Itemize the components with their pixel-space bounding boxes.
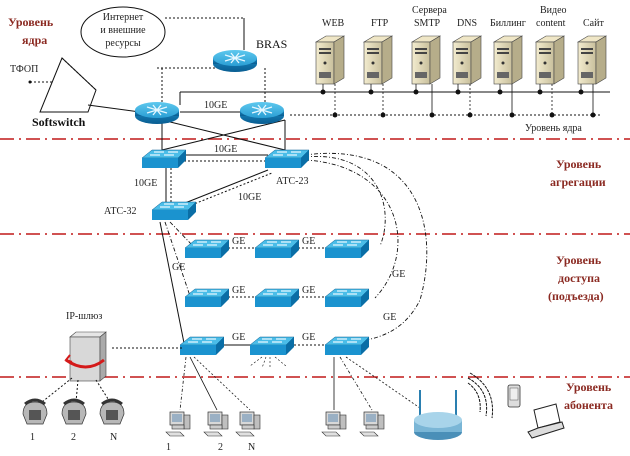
access-switch-r3-1-icon bbox=[179, 336, 225, 356]
access-switch-r2-1-icon bbox=[184, 288, 230, 308]
server-ftp: FTP bbox=[363, 18, 393, 85]
core-router-left-icon bbox=[134, 101, 180, 125]
internet-node bbox=[80, 6, 166, 58]
atc32-label: АТС-32 bbox=[104, 206, 136, 217]
curve-ge-label-2: GE bbox=[383, 312, 396, 323]
mobile-phone-icon bbox=[507, 384, 521, 408]
level-core-label: Уровень bbox=[8, 15, 54, 29]
internet-label-2: и внешние bbox=[100, 25, 146, 36]
bras-label: BRAS bbox=[256, 37, 287, 51]
server-site: Сайт bbox=[577, 18, 607, 85]
access-switch-r1-1-icon bbox=[184, 239, 230, 259]
phone-1-icon bbox=[21, 398, 49, 426]
pc-left-1-icon bbox=[165, 411, 191, 437]
pc-right-1-icon bbox=[321, 411, 347, 437]
agg-switch-top-left-icon bbox=[141, 149, 187, 169]
wireless-waves-icon bbox=[467, 372, 494, 419]
svg-text:WEB: WEB bbox=[322, 18, 345, 29]
phone-n-label: N bbox=[110, 432, 117, 443]
svg-text:DNS: DNS bbox=[457, 18, 477, 29]
internet-label-3: ресурсы bbox=[105, 38, 140, 49]
svg-text:Видео: Видео bbox=[540, 5, 567, 16]
tfop-label: ТФОП bbox=[10, 64, 38, 75]
level-access-label-3: (подъезда) bbox=[548, 289, 604, 303]
level-access-label: Уровень bbox=[556, 253, 602, 267]
phone-1-label: 1 bbox=[30, 432, 35, 443]
access-ge-r1-a: GE bbox=[232, 236, 245, 247]
server-bus-taps bbox=[320, 89, 596, 118]
laptop-icon bbox=[527, 403, 565, 439]
access-switch-r2-3-icon bbox=[324, 288, 370, 308]
pc-left-n-label: N bbox=[248, 442, 255, 453]
access-switch-r2-2-icon bbox=[254, 288, 300, 308]
atc32-ge-label: GE bbox=[172, 262, 185, 273]
svg-text:Сайт: Сайт bbox=[583, 18, 604, 29]
access-ge-r1-b: GE bbox=[302, 236, 315, 247]
core-10ge-label: 10GE bbox=[204, 100, 227, 111]
level-core-label-2: ядра bbox=[22, 33, 47, 47]
svg-text:FTP: FTP bbox=[371, 18, 389, 29]
atc32-switch-icon bbox=[151, 201, 197, 221]
access-switch-r1-3-icon bbox=[324, 239, 370, 259]
level-access-label-2: доступа bbox=[558, 271, 600, 285]
pc-left-n-icon bbox=[235, 411, 261, 437]
wifi-router-icon bbox=[414, 390, 462, 440]
core-bus-label: Уровень ядра bbox=[525, 123, 582, 134]
access-ge-r2-b: GE bbox=[302, 285, 315, 296]
access-switch-r3-2-icon bbox=[249, 336, 295, 356]
pc-left-2-icon bbox=[203, 411, 229, 437]
svg-text:Сервера: Сервера bbox=[412, 5, 447, 16]
bras-router-icon bbox=[212, 49, 258, 73]
server-video-content: Видео content bbox=[535, 5, 567, 85]
level-aggregation-label-2: агрегации bbox=[550, 175, 606, 189]
pc-left-2-label: 2 bbox=[218, 442, 223, 453]
phone-2-label: 2 bbox=[71, 432, 76, 443]
core-router-right-icon bbox=[239, 101, 285, 125]
phone-n-icon bbox=[98, 398, 126, 426]
svg-text:SMTP: SMTP bbox=[414, 18, 441, 29]
softswitch-label: Softswitch bbox=[32, 115, 86, 129]
svg-text:content: content bbox=[536, 18, 566, 29]
phone-2-icon bbox=[60, 398, 88, 426]
access-ge-r3-b: GE bbox=[302, 332, 315, 343]
softswitch-icon bbox=[39, 57, 97, 113]
agg-10ge-left-label: 10GE bbox=[134, 178, 157, 189]
agg-10ge-top-label: 10GE bbox=[214, 144, 237, 155]
level-aggregation-label: Уровень bbox=[556, 157, 602, 171]
access-switch-r1-2-icon bbox=[254, 239, 300, 259]
server-billing: Биллинг bbox=[490, 18, 526, 85]
ip-gateway-label: IP-шлюз bbox=[66, 311, 102, 322]
access-switch-r3-3-icon bbox=[324, 336, 370, 356]
level-subscriber-label: Уровень bbox=[566, 380, 612, 394]
server-dns: DNS bbox=[452, 18, 482, 85]
server-web: WEB bbox=[315, 18, 345, 85]
level-subscriber-label-2: абонента bbox=[564, 398, 613, 412]
pc-left-1-label: 1 bbox=[166, 442, 171, 453]
atc23-label: АТС-23 bbox=[276, 176, 308, 187]
ip-gateway-icon bbox=[64, 331, 107, 382]
access-ge-r3-a: GE bbox=[232, 332, 245, 343]
svg-text:Биллинг: Биллинг bbox=[490, 18, 526, 29]
curve-ge-label-1: GE bbox=[392, 269, 405, 280]
agg-10ge-diag-label: 10GE bbox=[238, 192, 261, 203]
atc23-switch-icon bbox=[264, 149, 310, 169]
pc-right-2-icon bbox=[359, 411, 385, 437]
access-ge-r2-a: GE bbox=[232, 285, 245, 296]
internet-label-1: Интернет bbox=[103, 12, 144, 23]
